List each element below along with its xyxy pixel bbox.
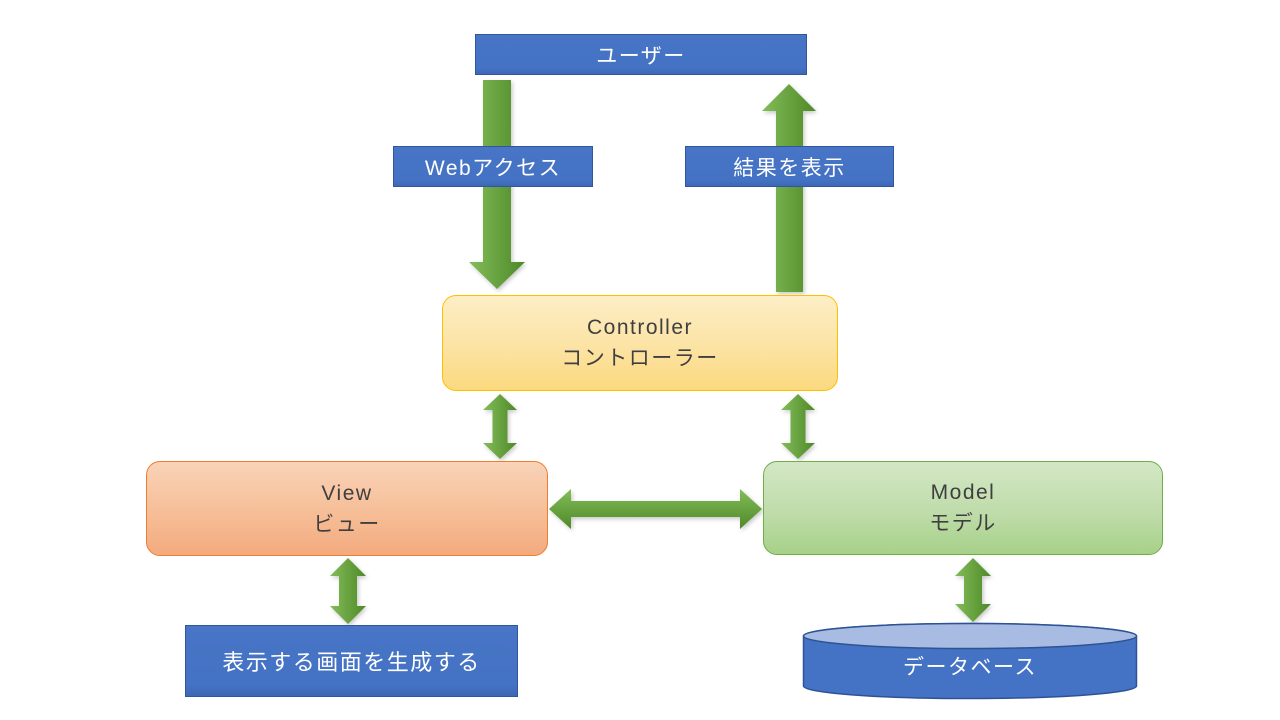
arrow-controller-to-user: [762, 84, 816, 292]
node-user: ユーザー: [475, 34, 807, 75]
edge-label-show-result: 結果を表示: [685, 146, 894, 187]
node-controller-title: Controller: [586, 316, 694, 339]
node-model-subtitle: モデル: [929, 512, 997, 535]
database-cylinder-icon: [802, 622, 1138, 700]
node-generate-screen-label: 表示する画面を生成する: [222, 650, 481, 675]
database-cylinder-top: [802, 622, 1138, 650]
edge-label-show-result-text: 結果を表示: [733, 156, 846, 180]
node-model-title: Model: [930, 481, 996, 504]
node-controller: Controller コントローラー: [442, 295, 838, 391]
edge-label-web-access: Webアクセス: [393, 146, 593, 187]
node-database: データベース: [802, 646, 1138, 686]
arrow-controller-view: [483, 394, 517, 459]
node-generate-screen: 表示する画面を生成する: [185, 625, 518, 697]
node-view: View ビュー: [146, 461, 548, 556]
node-view-subtitle: ビュー: [313, 512, 381, 536]
node-model: Model モデル: [763, 461, 1163, 555]
arrow-view-output: [330, 558, 366, 624]
arrow-view-model: [549, 489, 762, 529]
node-user-label: ユーザー: [596, 44, 686, 68]
arrow-controller-model: [781, 394, 815, 459]
edge-label-web-access-text: Webアクセス: [424, 156, 562, 180]
node-controller-subtitle: コントローラー: [561, 347, 719, 370]
node-view-title: View: [321, 481, 373, 505]
node-database-label: データベース: [903, 656, 1037, 679]
arrow-model-database: [955, 558, 991, 622]
